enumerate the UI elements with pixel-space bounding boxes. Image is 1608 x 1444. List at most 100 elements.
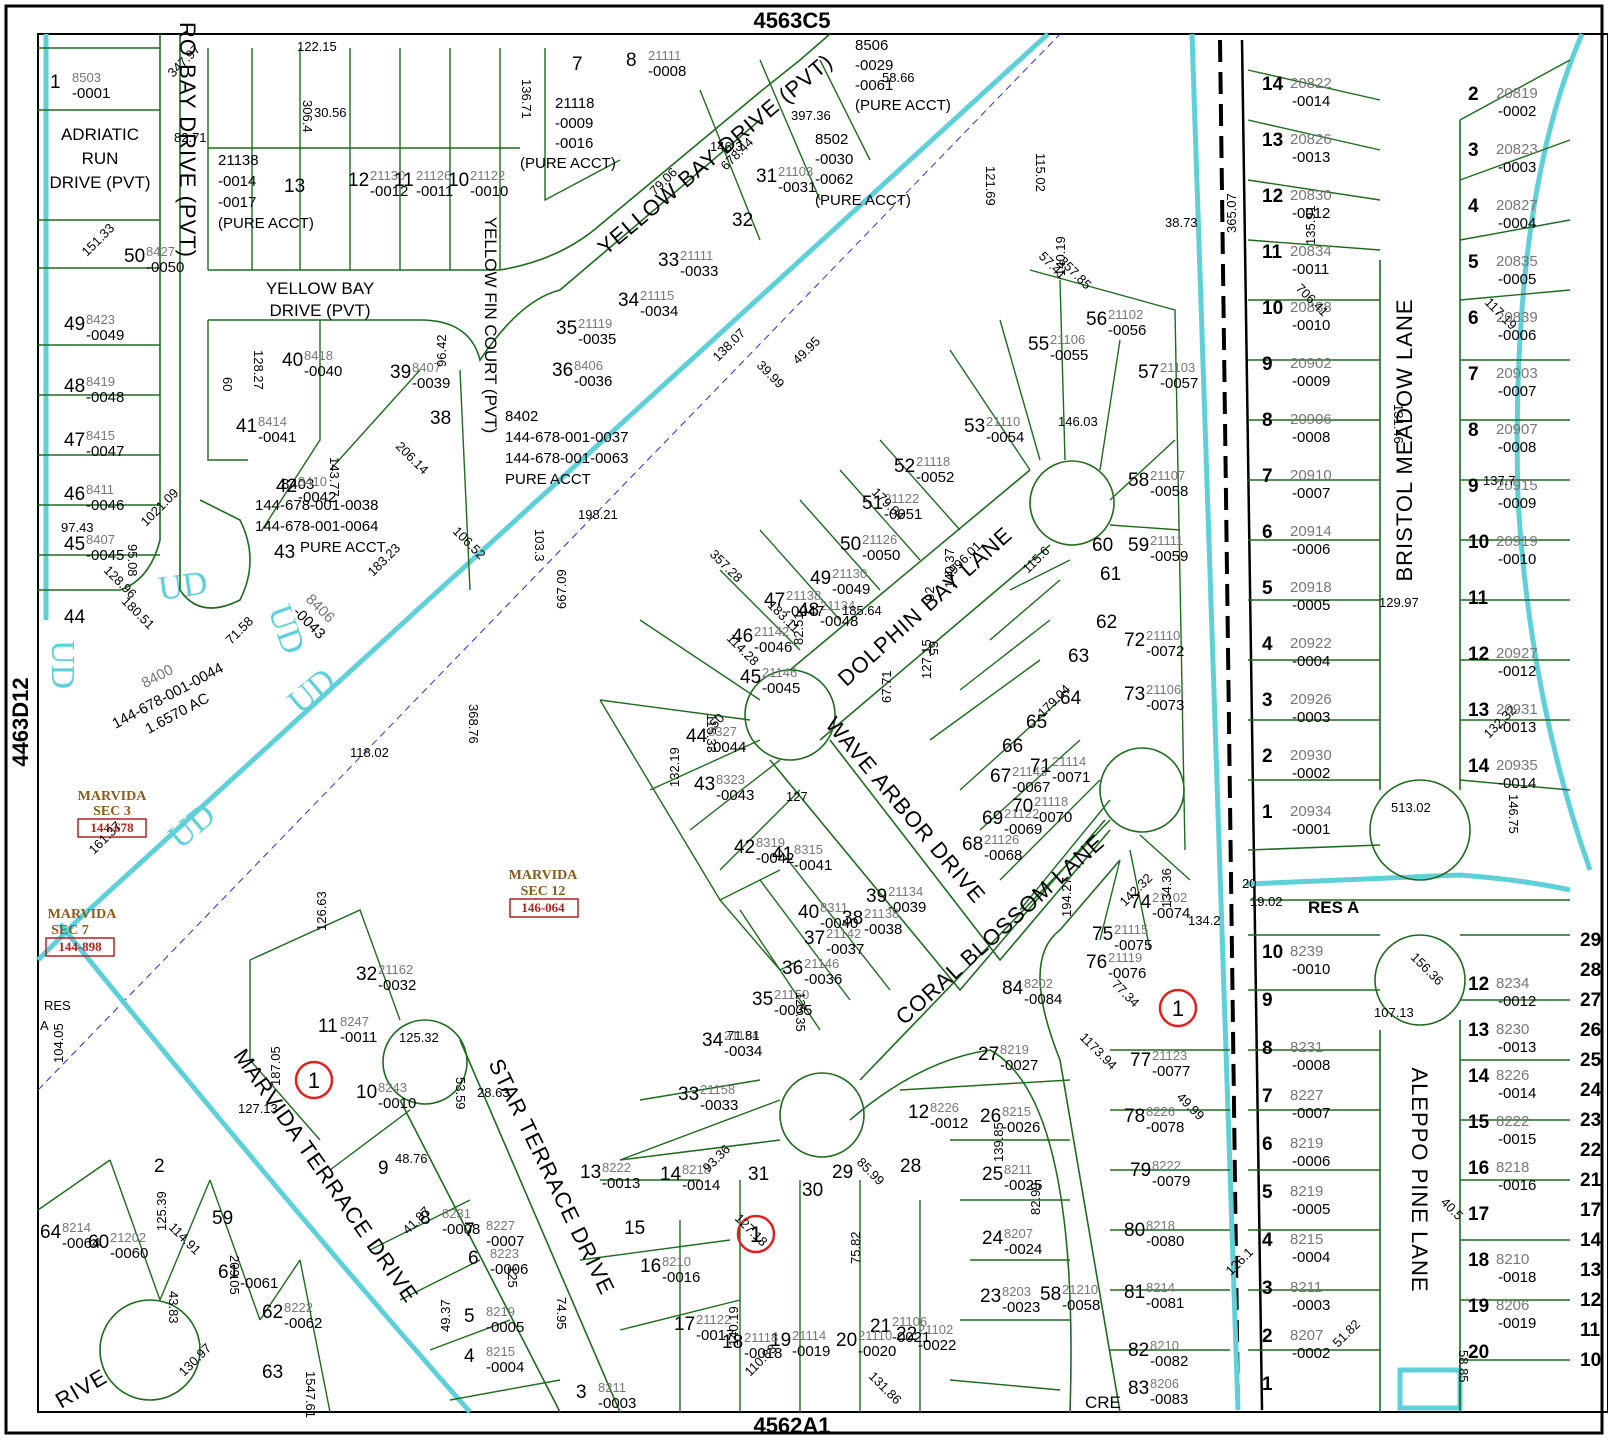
- lot[interactable]: 61-0061: [218, 1262, 278, 1292]
- aleppo-east-lot[interactable]: 17: [1468, 1204, 1489, 1225]
- lot[interactable]: 44: [64, 607, 86, 628]
- lot[interactable]: 38: [430, 408, 451, 429]
- marker-1-c[interactable]: 1: [1158, 988, 1198, 1028]
- far-right-lot-number[interactable]: 17: [1580, 1200, 1601, 1221]
- lot[interactable]: 7: [572, 54, 583, 75]
- lot[interactable]: 60: [1092, 535, 1113, 556]
- far-right-lot-number[interactable]: 26: [1580, 1020, 1601, 1041]
- far-right-lot-number[interactable]: 14: [1580, 1230, 1602, 1251]
- aleppo-east-lot[interactable]: 20: [1468, 1342, 1489, 1363]
- parcel-8402[interactable]: 8402 144-678-001-0037 144-678-001-0063 P…: [505, 408, 628, 488]
- far-right-lot-number[interactable]: 29: [1580, 930, 1601, 951]
- marker-1-a[interactable]: 1: [294, 1060, 334, 1100]
- road-yellow-fin-court[interactable]: YELLOW FIN COURT (PVT): [481, 217, 500, 434]
- subdivision-sec7-id[interactable]: 144-898: [58, 939, 102, 954]
- lot[interactable]: 62: [1096, 612, 1117, 633]
- parcel-21118[interactable]: 21118 -0009 -0016 (PURE ACCT): [520, 95, 616, 172]
- lot[interactable]: 59: [212, 1208, 233, 1229]
- parcel-8403[interactable]: 8403 144-678-001-0038 144-678-001-0064 P…: [255, 476, 386, 556]
- far-right-lot-number[interactable]: 24: [1580, 1080, 1602, 1101]
- far-right-lot-number[interactable]: 11: [1580, 1320, 1601, 1341]
- lot[interactable]: 63: [262, 1362, 283, 1383]
- lot[interactable]: 15: [624, 1218, 645, 1239]
- far-right-lot-number[interactable]: 10: [1580, 1350, 1601, 1371]
- lot[interactable]: 32: [732, 210, 753, 231]
- far-right-lot-number[interactable]: 12: [1580, 1290, 1601, 1311]
- lot[interactable]: 2: [154, 1156, 165, 1177]
- aleppo-west-lot[interactable]: 1: [1262, 1374, 1273, 1395]
- parcel-8506[interactable]: 8506 -0029 -0061 (PURE ACCT): [855, 37, 951, 114]
- far-right-lot-number[interactable]: 22: [1580, 1140, 1601, 1161]
- aleppo-west-lot[interactable]: 9: [1262, 990, 1273, 1011]
- lot[interactable]: 61: [1100, 564, 1121, 585]
- subdivision-sec3-id[interactable]: 144-678: [90, 820, 134, 835]
- far-right-lot-number[interactable]: 13: [1580, 1260, 1601, 1281]
